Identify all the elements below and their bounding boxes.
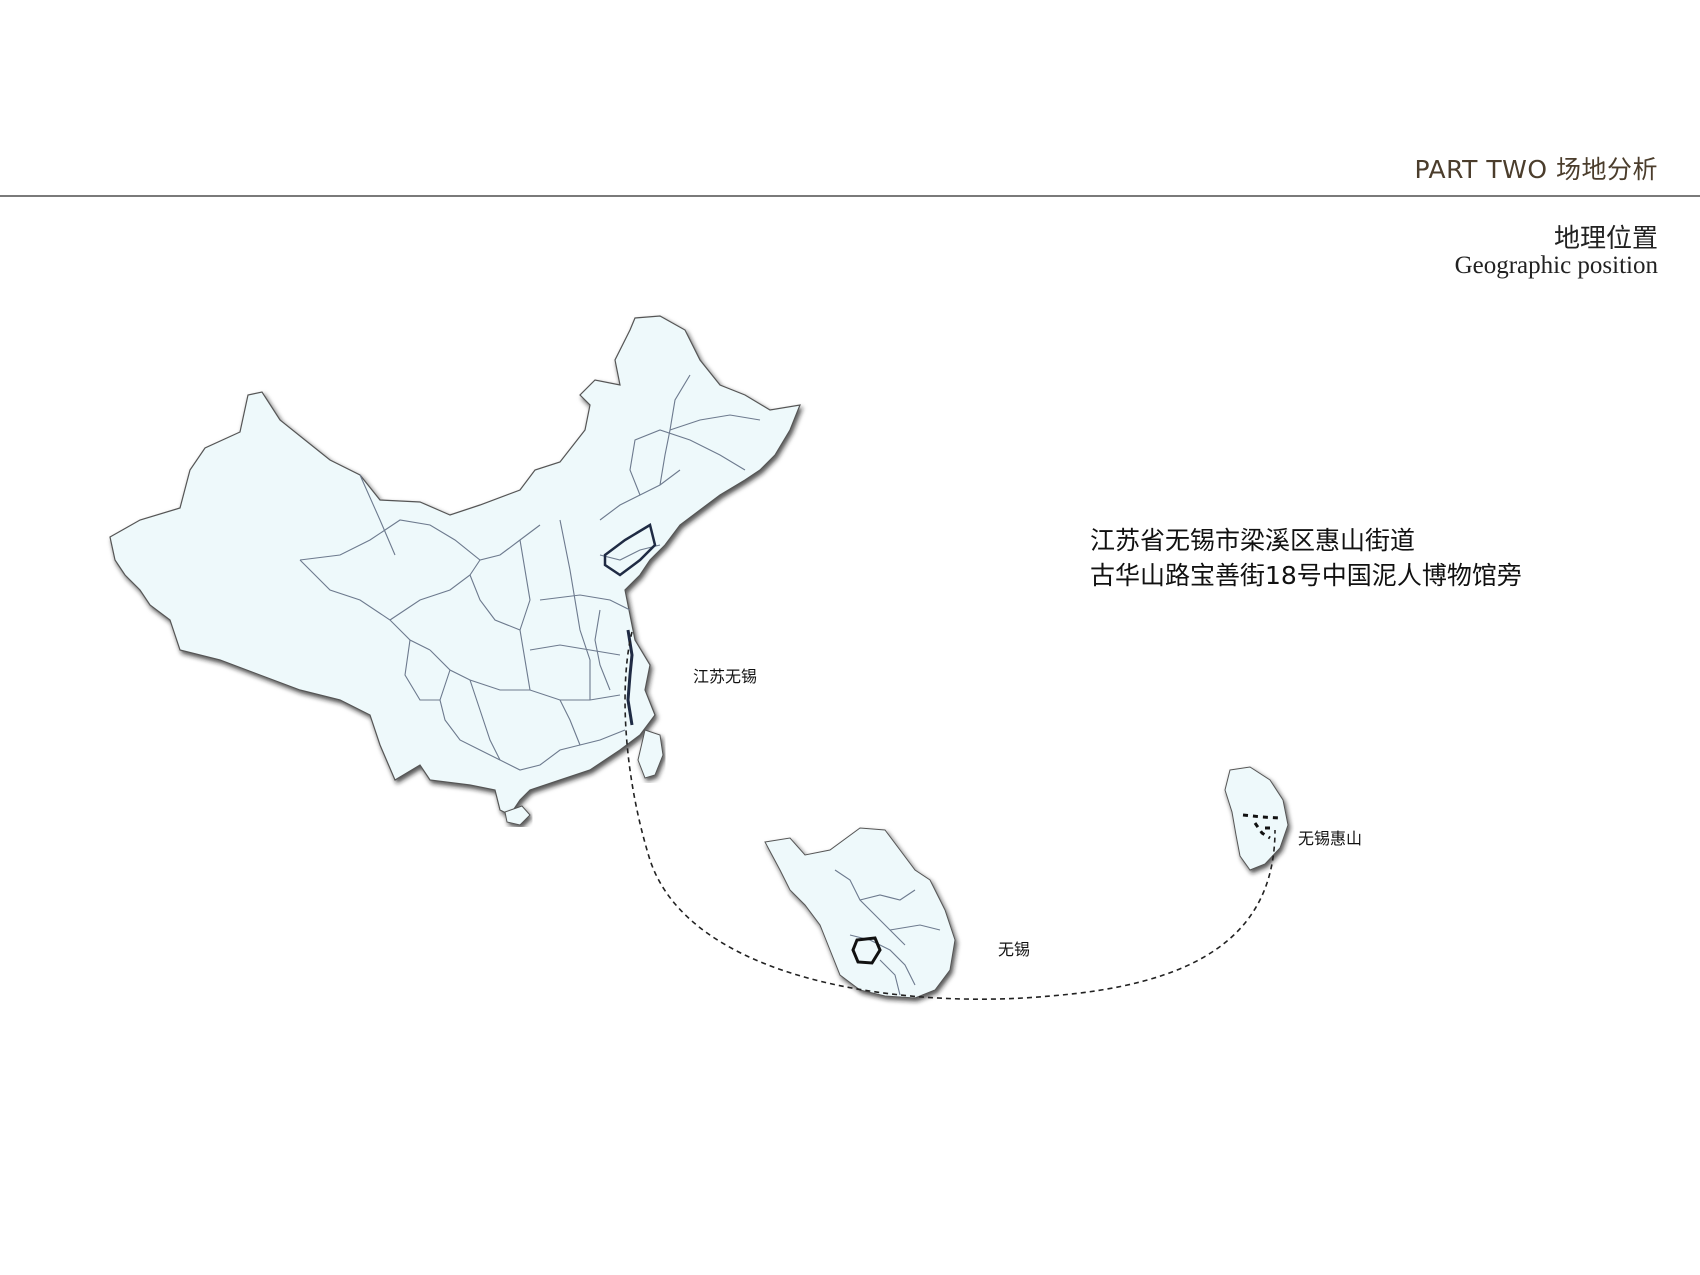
china-map <box>109 315 801 826</box>
label-wuxi-huishan: 无锡惠山 <box>1298 829 1363 848</box>
huishan-highlight <box>1242 813 1281 840</box>
beijing-tianjin-highlight <box>603 523 657 577</box>
china-outline <box>109 315 801 816</box>
wuxi-highlight <box>851 936 882 965</box>
province-borders <box>299 374 761 771</box>
header-divider <box>0 195 1700 197</box>
section-title-zh: 地理位置 <box>1553 224 1658 254</box>
wuxi-map <box>1224 766 1289 871</box>
jiangsu-coast-highlight <box>626 629 634 726</box>
site-address: 江苏省无锡市梁溪区惠山街道 古华山路宝善街18号中国泥人博物馆旁 <box>1090 523 1522 593</box>
address-line-1: 江苏省无锡市梁溪区惠山街道 <box>1090 526 1416 555</box>
hainan-island <box>504 805 531 826</box>
location-route <box>624 631 1276 1000</box>
label-jiangsu-wuxi: 江苏无锡 <box>693 667 758 686</box>
jiangsu-map <box>764 827 956 999</box>
section-title-en: Geographic position <box>1454 252 1658 279</box>
label-wuxi: 无锡 <box>998 940 1031 959</box>
wuxi-outline <box>1224 766 1289 871</box>
address-line-2: 古华山路宝善街18号中国泥人博物馆旁 <box>1090 561 1522 590</box>
taiwan-island <box>637 729 664 779</box>
part-title: PART TWO 场地分析 <box>1414 155 1658 184</box>
jiangsu-outline <box>764 827 956 999</box>
